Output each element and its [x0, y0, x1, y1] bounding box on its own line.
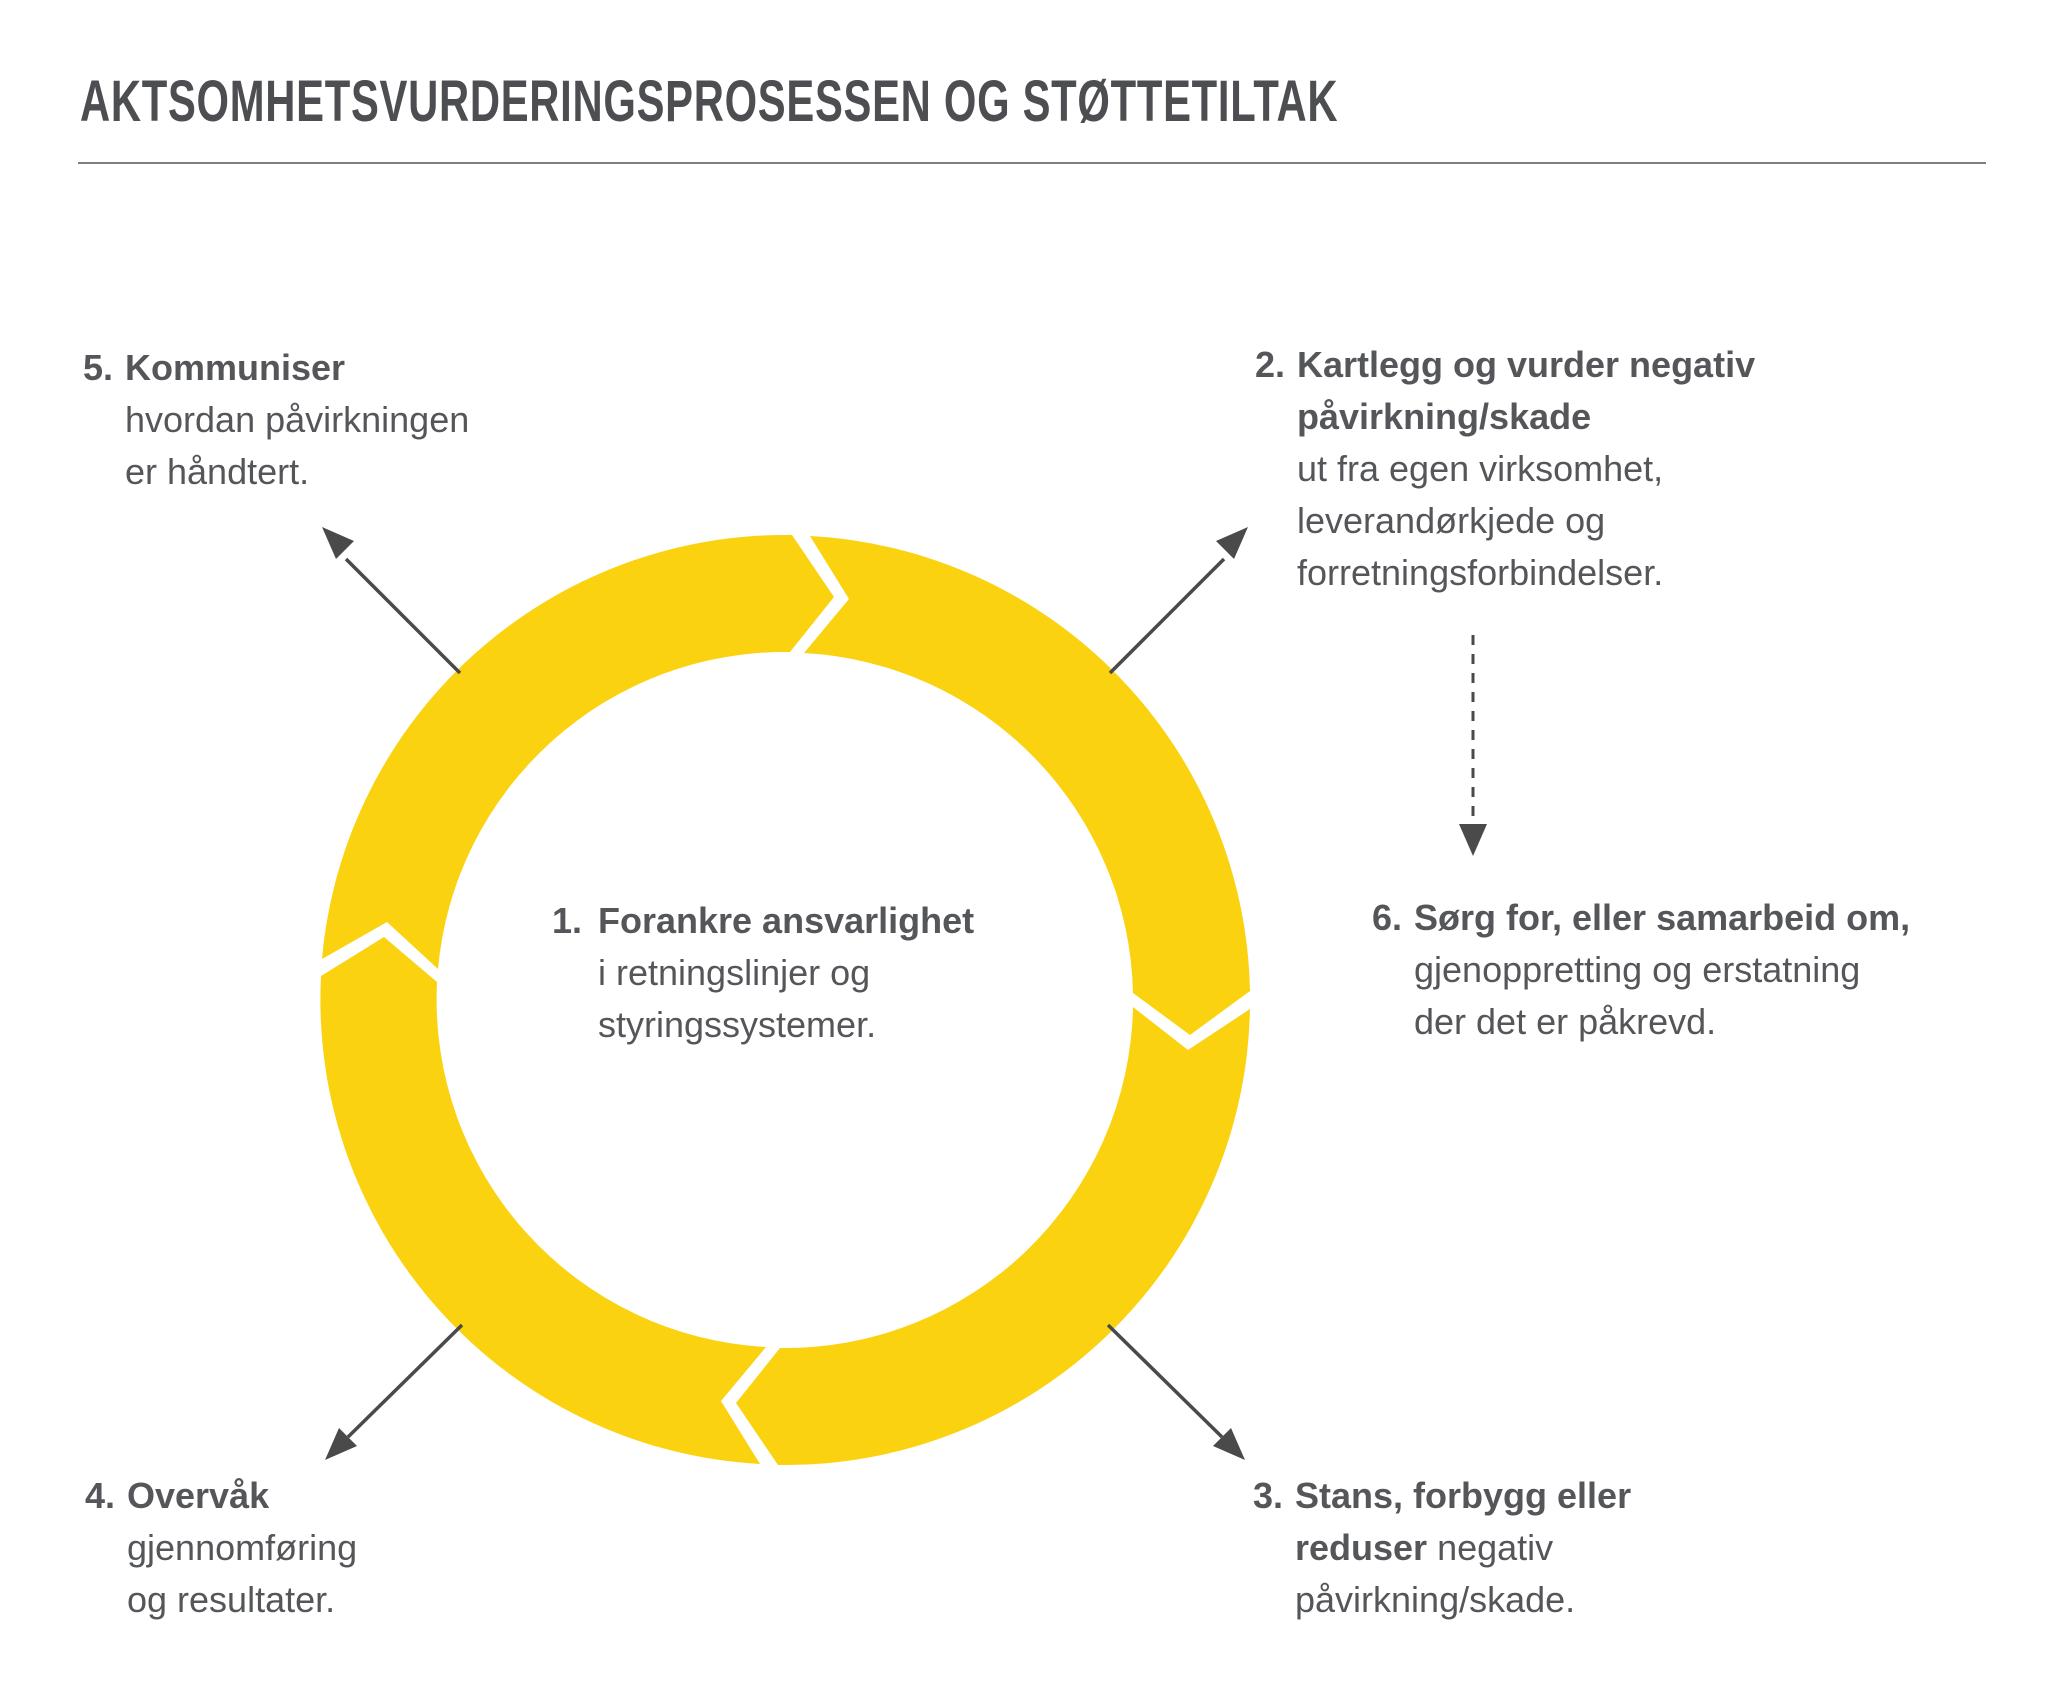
step-line: Forankre ansvarlighet	[598, 895, 974, 947]
step-number: 4.	[85, 1475, 116, 1516]
step-line-bold-text: Sørg for, eller samarbeid om,	[1414, 897, 1911, 938]
step-number: 1.	[552, 900, 583, 941]
step-lines: Kommuniser hvordan påvirkningen er håndter…	[125, 342, 469, 498]
arrow-head-icon	[1213, 1428, 1245, 1460]
step-line: Sørg for, eller samarbeid om,	[1414, 892, 1910, 944]
step-number: 6.	[1372, 897, 1403, 938]
step-line-bold-text: Overvåk	[127, 1475, 270, 1516]
step-line-text: ut fra egen virksomhet,	[1297, 448, 1664, 489]
step-line: og resultater.	[127, 1574, 357, 1626]
step-line-bold-text: Stans, forbygg eller	[1295, 1475, 1632, 1516]
step-line-text: der det er påkrevd.	[1414, 1001, 1717, 1042]
step-line-bold-text: reduser	[1295, 1527, 1428, 1568]
dashed-arrow-step-2-to-step-6	[1459, 635, 1487, 856]
step-line: leverandørkjede og	[1297, 495, 1755, 547]
step-block-3: 3. Stans, forbygg eller reduser negativ på…	[1253, 1470, 1631, 1626]
step-line: ut fra egen virksomhet,	[1297, 443, 1755, 495]
ring-segment-bottom-right	[736, 1007, 1250, 1466]
arrow-head-icon	[1459, 824, 1487, 856]
step-block-2: 2. Kartlegg og vurder negativ påvirkning/…	[1255, 339, 1755, 599]
page-title: AKTSOMHETSVURDERINGSPROSESSEN OG STØTTET…	[80, 69, 1339, 134]
arrow-line	[344, 557, 462, 675]
step-line: Kartlegg og vurder negativ	[1297, 339, 1755, 391]
step-line-text: hvordan påvirkningen	[125, 399, 470, 440]
step-lines: Kartlegg og vurder negativ påvirkning/ska…	[1297, 339, 1755, 599]
arrow-line	[346, 1323, 464, 1439]
title-divider	[78, 162, 1986, 164]
step-line-text: styringssystemer.	[598, 1004, 877, 1045]
ring-segment-bottom-left	[320, 937, 766, 1464]
arrow-line	[1108, 557, 1226, 675]
step-lines: Sørg for, eller samarbeid om, gjenopprett…	[1414, 892, 1910, 1048]
arrow-to-step-3	[1106, 1323, 1245, 1460]
step-line-bold-text: Kartlegg og vurder negativ	[1297, 344, 1756, 385]
step-line-bold-text: påvirkning/skade	[1297, 396, 1592, 437]
step-line: Overvåk	[127, 1470, 357, 1522]
arrow-to-step-5	[322, 527, 462, 675]
arrow-to-step-2	[1108, 527, 1248, 675]
arrow-line	[1106, 1323, 1224, 1439]
step-number: 2.	[1255, 344, 1286, 385]
step-line-text: påvirkning/skade.	[1295, 1579, 1576, 1620]
step-line: der det er påkrevd.	[1414, 996, 1910, 1048]
step-line-text: er håndtert.	[125, 451, 310, 492]
step-line: i retningslinjer og	[598, 947, 974, 999]
step-line: gjenoppretting og erstatning	[1414, 944, 1910, 996]
arrow-head-icon	[325, 1428, 357, 1460]
step-line: Stans, forbygg eller	[1295, 1470, 1631, 1522]
step-line-text: i retningslinjer og	[598, 952, 871, 993]
step-line: hvordan påvirkningen	[125, 394, 469, 446]
step-block-1-center: 1. Forankre ansvarlighet i retningslinjer…	[552, 895, 974, 1051]
step-line-text: leverandørkjede og	[1297, 500, 1606, 541]
step-line-text: gjenoppretting og erstatning	[1414, 949, 1861, 990]
step-number: 3.	[1253, 1475, 1284, 1516]
step-line: gjennomføring	[127, 1522, 357, 1574]
arrow-head-icon	[1216, 527, 1248, 559]
step-line: styringssystemer.	[598, 999, 974, 1051]
step-line-text: forretningsforbindelser.	[1297, 552, 1664, 593]
arrow-to-step-4	[325, 1323, 464, 1460]
step-line-text: gjennomføring	[127, 1527, 358, 1568]
step-line-bold-text: Kommuniser	[125, 347, 346, 388]
ring-segment-top-right	[804, 536, 1250, 1035]
arrow-head-icon	[322, 527, 354, 559]
step-line: reduser negativ	[1295, 1522, 1631, 1574]
step-line: påvirkning/skade.	[1295, 1574, 1631, 1626]
step-line: er håndtert.	[125, 446, 469, 498]
step-block-4: 4. Overvåk gjennomføring og resultater.	[85, 1470, 357, 1626]
ring-segment-top-left	[322, 534, 834, 969]
step-block-6: 6. Sørg for, eller samarbeid om, gjenoppr…	[1372, 892, 1910, 1048]
step-line-text: og resultater.	[127, 1579, 336, 1620]
step-block-5: 5. Kommuniser hvordan påvirkningen er hånd…	[83, 342, 469, 498]
step-line: påvirkning/skade	[1297, 391, 1755, 443]
step-lines: Overvåk gjennomføring og resultater.	[127, 1470, 357, 1626]
step-lines: Stans, forbygg eller reduser negativ påvir…	[1295, 1470, 1631, 1626]
step-line-bold-text: Forankre ansvarlighet	[598, 900, 975, 941]
step-line: forretningsforbindelser.	[1297, 547, 1755, 599]
step-number: 5.	[83, 347, 114, 388]
step-lines: Forankre ansvarlighet i retningslinjer og…	[598, 895, 974, 1051]
step-line-text: negativ	[1427, 1527, 1554, 1568]
step-line: Kommuniser	[125, 342, 469, 394]
